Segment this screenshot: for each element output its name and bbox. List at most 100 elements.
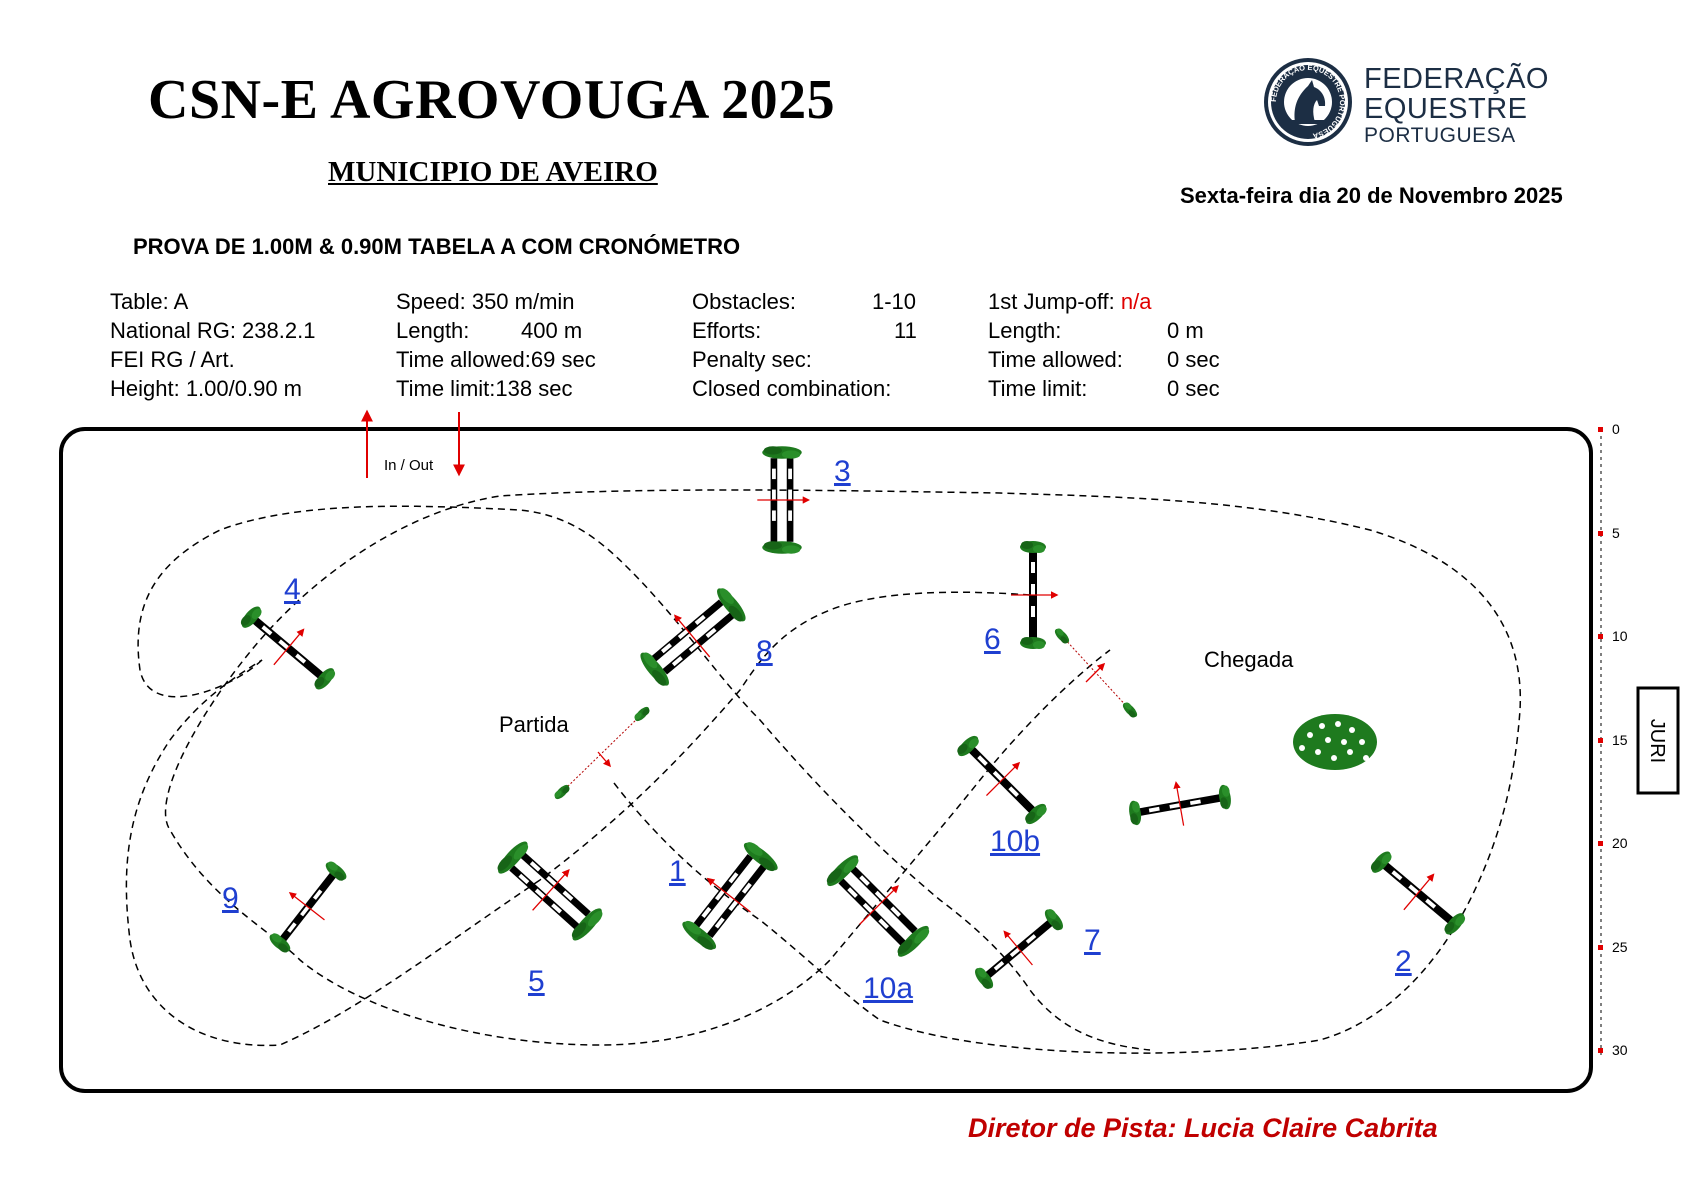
obstacle-number-10b: 10b [990,825,1040,858]
info-jumpoff: 1st Jump-off: n/a [988,287,1248,316]
info-jumpoff-time-limit-label: Time limit: [988,376,1088,401]
obstacle-number-6: 6 [984,623,1001,656]
info-fei-rg: FEI RG / Art. [110,347,235,372]
info-jumpoff-label: 1st Jump-off: [988,289,1115,314]
flower [1325,737,1331,743]
obstacle-number-2: 2 [1395,945,1412,978]
info-jumpoff-time-limit-value: 0 sec [1167,376,1220,401]
scale-label: 20 [1612,835,1628,851]
flower [1299,745,1305,751]
finish-direction-arrow [1085,662,1106,683]
info-height: Height: 1.00/0.90 m [110,376,303,401]
scale-label: 5 [1612,525,1620,541]
info-efforts: Efforts: 11 [692,316,922,345]
info-time-allowed: Time allowed:69 sec [396,347,596,372]
info-speed: Speed: 350 m/min [396,289,575,314]
scale-label: 10 [1612,628,1628,644]
flower [1307,732,1313,738]
info-column-obstacles: Obstacles: 1-10 Efforts: 11 Penalty sec:… [692,287,922,403]
scale-tick [1598,634,1603,639]
flower [1359,739,1365,745]
page-title: CSN-E AGROVOUGA 2025 [148,69,836,131]
info-efforts-label: Efforts: [692,318,762,343]
info-obstacles: Obstacles: 1-10 [692,287,922,316]
federation-line-3: PORTUGUESA [1364,124,1516,147]
course-designer: Diretor de Pista: Lucia Claire Cabrita [968,1113,1438,1143]
event-date: Sexta-feira dia 20 de Novembro 2025 [1180,183,1563,208]
info-column-jumpoff: 1st Jump-off: n/a Length: 0 m Time allow… [988,287,1248,403]
finish-marker-plant [1120,700,1140,720]
obstacle-number-7: 7 [1084,924,1101,957]
spare-vertical-obstacle [1126,774,1235,835]
info-closed-combination: Closed combination: [692,376,892,401]
info-jumpoff-length: Length: 0 m [988,316,1248,345]
obstacle-number-9: 9 [222,882,239,915]
obstacle-number-1: 1 [669,855,686,888]
route-line [539,591,1031,881]
jury-box [1636,686,1680,795]
info-length-label: Length: [396,318,470,343]
obstacle-5 [491,832,611,948]
info-obstacles-label: Obstacles: [692,289,796,314]
flower [1347,749,1353,755]
info-table: Table: A [110,289,189,314]
obstacle-9 [258,853,356,961]
flower [1335,721,1341,727]
scale-tick [1598,841,1603,846]
obstacle-number-8: 8 [756,635,773,668]
info-efforts-value: 11 [894,318,917,343]
obstacle-3 [757,446,808,554]
info-penalty: Penalty sec: [692,347,812,372]
federation-line-2: EQUESTRE [1364,93,1528,125]
jury-label: JURI [1646,719,1668,763]
obstacle-number-5: 5 [528,965,545,998]
obstacle-8 [632,579,753,693]
info-obstacles-value: 1-10 [872,289,917,314]
arena-border [59,427,1593,1093]
scale-tick [1598,427,1603,432]
info-jumpoff-time-limit: Time limit: 0 sec [988,374,1248,403]
info-jumpoff-time-allowed-label: Time allowed: [988,347,1123,372]
obstacle-1 [673,834,785,956]
flower [1315,749,1321,755]
start-line [552,704,652,802]
scale-label: 0 [1612,421,1620,437]
flower-bed [1293,714,1377,770]
info-time-limit: Time limit:138 sec [396,376,573,401]
scale-tick [1598,531,1603,536]
finish-line-stroke [1061,635,1131,711]
flower-bed-bush [1293,714,1377,770]
scale-label: 15 [1612,732,1628,748]
start-label: Partida [499,712,569,737]
start-line-stroke [561,715,641,793]
in-out-label: In / Out [384,457,434,474]
route-line [137,505,1151,1051]
finish-label: Chegada [1204,647,1294,672]
obstacle-10a [820,846,938,964]
federation-line-1: FEDERAÇÃO [1364,63,1549,95]
flower [1319,723,1325,729]
flower [1363,755,1369,761]
obstacle-number-3: 3 [834,455,851,488]
scale-labels: 0 5 10 15 20 25 30 [1612,421,1628,1058]
info-jumpoff-time-allowed-value: 0 sec [1167,347,1220,372]
info-national-rg: National RG: 238.2.1 [110,318,316,343]
obstacle-number-10a: 10a [863,972,913,1005]
info-length-value: 400 m [521,318,583,343]
federation-name: FEDERAÇÃO EQUESTRE PORTUGUESA [1364,64,1549,148]
start-direction-arrow [597,751,612,768]
scale-label: 25 [1612,939,1628,955]
flower [1331,755,1337,761]
obstacle-6 [1011,541,1057,649]
scale-label: 30 [1612,1042,1628,1058]
info-column-class: Table: A National RG: 238.2.1 FEI RG / A… [110,287,380,403]
info-length: Length: 400 m [396,316,646,345]
info-jumpoff-time-allowed: Time allowed: 0 sec [988,345,1248,374]
info-column-course: Speed: 350 m/min Length: 400 m Time allo… [396,287,646,403]
obstacle-7 [965,899,1072,998]
info-jumpoff-length-label: Length: [988,318,1062,343]
scale-tick [1598,1048,1603,1053]
scale-tick [1598,945,1603,950]
event-name: PROVA DE 1.00M & 0.90M TABELA A COM CRON… [133,234,741,259]
